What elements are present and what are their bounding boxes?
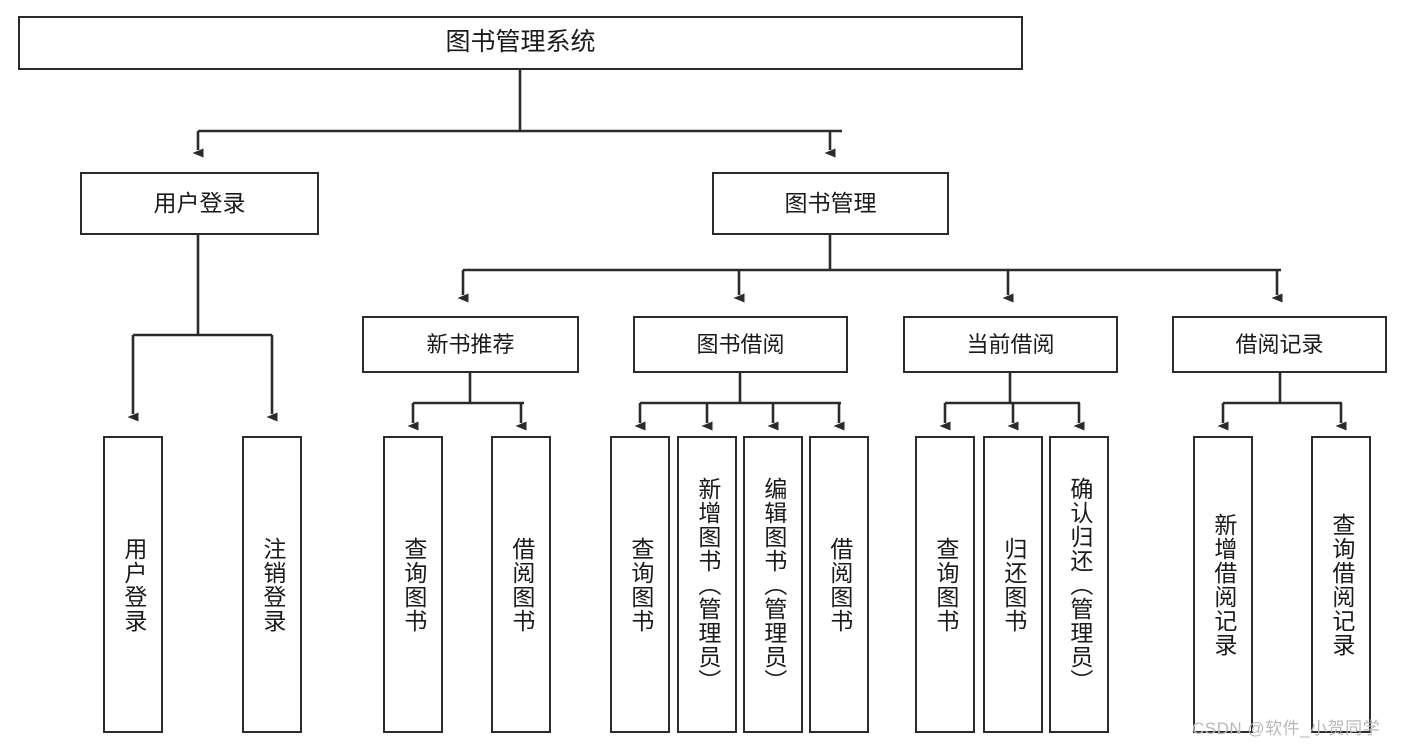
leaf-label: 新增借阅记录 (1210, 512, 1237, 657)
leaf-borrow-borrow-book[interactable]: 借阅图书 (809, 436, 869, 733)
leaf-label: 确认归还（管理员） (1066, 476, 1093, 693)
node-borrow-record[interactable]: 借阅记录 (1172, 316, 1387, 373)
leaf-current-confirm-return[interactable]: 确认归还（管理员） (1049, 436, 1109, 733)
leaf-label: 注销登录 (259, 536, 286, 633)
leaf-label: 借阅图书 (826, 536, 853, 633)
node-book-management-label: 图书管理 (784, 189, 877, 216)
leaf-new-book-query[interactable]: 查询图书 (383, 436, 443, 733)
leaf-label: 查询借阅记录 (1328, 512, 1355, 657)
leaf-label: 查询图书 (400, 536, 427, 633)
leaf-user-login-login[interactable]: 用户登录 (103, 436, 163, 733)
leaf-label: 借阅图书 (508, 536, 535, 633)
leaf-borrow-add-book[interactable]: 新增图书（管理员） (677, 436, 737, 733)
node-new-book-recommend-label: 新书推荐 (426, 331, 515, 357)
node-root-label: 图书管理系统 (445, 28, 596, 57)
node-new-book-recommend[interactable]: 新书推荐 (362, 316, 579, 373)
node-root[interactable]: 图书管理系统 (18, 16, 1023, 70)
leaf-new-book-borrow[interactable]: 借阅图书 (491, 436, 551, 733)
leaf-label: 新增图书（管理员） (694, 476, 721, 693)
watermark: CSDN @软件_小贺同学 (1192, 719, 1381, 738)
leaf-user-login-logout[interactable]: 注销登录 (242, 436, 302, 733)
leaf-label: 编辑图书（管理员） (760, 476, 787, 693)
node-book-borrow-label: 图书借阅 (696, 331, 785, 357)
node-user-login-label: 用户登录 (153, 189, 246, 216)
leaf-label: 归还图书 (1000, 536, 1027, 633)
node-current-borrow-label: 当前借阅 (966, 331, 1055, 357)
leaf-record-add[interactable]: 新增借阅记录 (1193, 436, 1253, 733)
leaf-label: 用户登录 (120, 536, 147, 633)
node-user-login[interactable]: 用户登录 (80, 172, 319, 235)
leaf-current-query-book[interactable]: 查询图书 (915, 436, 975, 733)
leaf-record-query[interactable]: 查询借阅记录 (1311, 436, 1371, 733)
node-borrow-record-label: 借阅记录 (1235, 331, 1324, 357)
leaf-borrow-edit-book[interactable]: 编辑图书（管理员） (743, 436, 803, 733)
node-current-borrow[interactable]: 当前借阅 (903, 316, 1118, 373)
node-book-management[interactable]: 图书管理 (712, 172, 949, 235)
leaf-current-return-book[interactable]: 归还图书 (983, 436, 1043, 733)
leaf-label: 查询图书 (627, 536, 654, 633)
leaf-label: 查询图书 (932, 536, 959, 633)
node-book-borrow[interactable]: 图书借阅 (633, 316, 848, 373)
leaf-borrow-query-book[interactable]: 查询图书 (610, 436, 670, 733)
